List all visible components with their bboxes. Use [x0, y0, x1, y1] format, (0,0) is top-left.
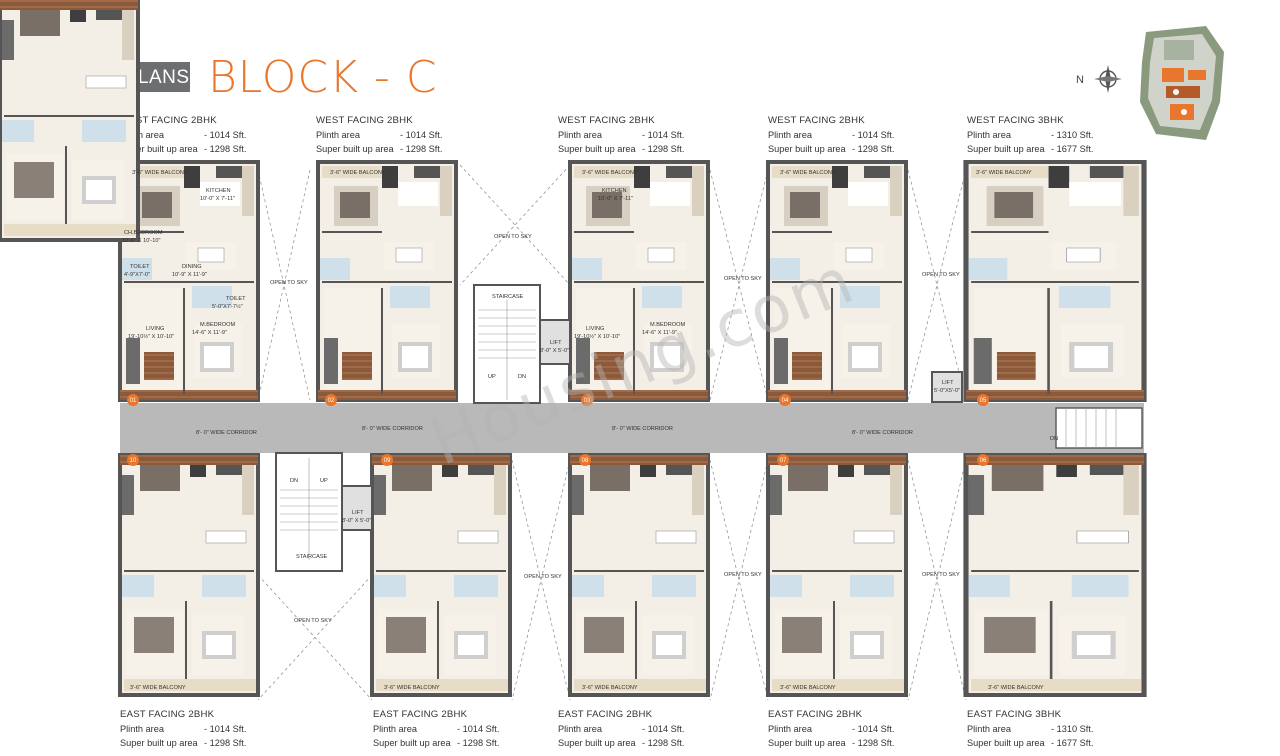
unit-info-top-1: WEST FACING 2BHK Plinth area- 1014 Sft. … [120, 115, 247, 154]
open-sky-4: OPEN TO SKY [922, 272, 960, 278]
stair-dn-top: DN [518, 374, 526, 380]
unit-plan-bottom [0, 0, 140, 242]
unit-num-06: 06 [980, 458, 987, 464]
balcony-top-1: 3'-6" WIDE BALCONY [132, 170, 188, 176]
stair-up-top: UP [488, 374, 496, 380]
balcony-bottom-2: 3'-6" WIDE BALCONY [384, 685, 440, 691]
toilet2-top-1: TOILET [226, 296, 246, 302]
open-sky-8: OPEN TO SKY [922, 572, 960, 578]
ch-bedroom-dim-top-1: 12'-6" X 10'-10" [122, 238, 160, 244]
living-dim-top-3: 19'-10½" X 10'-10" [574, 333, 620, 340]
unit-info-top-4: WEST FACING 2BHK Plinth area- 1014 Sft. … [768, 115, 895, 154]
unit-info-bottom-3: EAST FACING 2BHK Plinth area- 1014 Sft. … [558, 709, 685, 748]
unit-num-02: 02 [328, 398, 335, 404]
open-sky-6: OPEN TO SKY [524, 574, 562, 580]
open-to-sky-lines [257, 164, 967, 701]
lift-dim-small: 5'-0"X5'-0" [934, 388, 960, 394]
open-sky-3: OPEN TO SKY [724, 276, 762, 282]
balcony-bottom-5: 3'-6" WIDE BALCONY [988, 685, 1044, 691]
unit-num-03: 03 [584, 398, 591, 404]
m-bedroom-top-1: M.BEDROOM [200, 322, 235, 328]
balcony-top-5: 3'-6" WIDE BALCONY [976, 170, 1032, 176]
open-sky-5: OPEN TO SKY [294, 618, 332, 624]
toilet-top-1: TOILET [130, 264, 150, 270]
east-stair [1055, 407, 1143, 449]
open-sky-2: OPEN TO SKY [494, 234, 532, 240]
open-sky-1: OPEN TO SKY [270, 280, 308, 286]
unit-info-top-5: WEST FACING 3BHK Plinth area- 1310 Sft. … [967, 115, 1094, 154]
staircase-label-top: STAIRCASE [492, 294, 524, 300]
stair-dn-east: DN [1050, 436, 1058, 442]
unit-info-top-3: WEST FACING 2BHK Plinth area- 1014 Sft. … [558, 115, 685, 154]
corridor-label-1: 8'- 0" WIDE CORRIDOR [196, 430, 257, 436]
unit-num-09: 09 [384, 458, 391, 464]
stair-up-bottom: UP [320, 478, 328, 484]
corridor-label-4: 8'- 0" WIDE CORRIDOR [852, 430, 913, 436]
unit-num-10: 10 [130, 458, 137, 464]
balcony-bottom-1: 3'-6" WIDE BALCONY [130, 685, 186, 691]
balcony-bottom-4: 3'-6" WIDE BALCONY [780, 685, 836, 691]
unit-info-bottom-4: EAST FACING 2BHK Plinth area- 1014 Sft. … [768, 709, 895, 748]
corridor-label-2: 8'- 0" WIDE CORRIDOR [362, 426, 423, 432]
north-compass-icon: N [1076, 65, 1122, 93]
unit-info-bottom-5: EAST FACING 3BHK Plinth area- 1310 Sft. … [967, 709, 1094, 748]
lift-label-small: LIFT [942, 380, 954, 386]
balcony-top-4: 3'-6" WIDE BALCONY [780, 170, 836, 176]
corridor-label-3: 8'- 0" WIDE CORRIDOR [612, 426, 673, 432]
kitchen-dim-top-3: 10'-0" X 7'-11" [598, 196, 633, 202]
staircase-top [473, 284, 571, 404]
lift-label-bottom: LIFT [352, 510, 364, 516]
dining-top-1: DINING [182, 264, 202, 270]
small-lift [931, 371, 963, 403]
site-key-map [1140, 26, 1224, 140]
toilet2-dim-top-1: 5'-0"X7'-7½" [212, 303, 243, 310]
kitchen-top-3: KITCHEN [602, 188, 627, 194]
unit-info-bottom-2: EAST FACING 2BHK Plinth area- 1014 Sft. … [373, 709, 500, 748]
unit-num-01: 01 [130, 398, 137, 404]
m-bedroom-dim-top-1: 14'-6" X 11'-9" [192, 330, 227, 336]
unit-num-07: 07 [780, 458, 787, 464]
dining-dim-top-1: 10'-9" X 11'-9" [172, 272, 207, 278]
balcony-top-2: 3'-6" WIDE BALCONY [330, 170, 386, 176]
living-top-1: LIVING [146, 326, 164, 332]
open-sky-7: OPEN TO SKY [724, 572, 762, 578]
ch-bedroom-top-1: CH.BEDROOM [124, 230, 163, 236]
kitchen-dim-top-1: 10'-0" X 7'-11" [200, 196, 235, 202]
kitchen-top-1: KITCHEN [206, 188, 231, 194]
lift-dim-bottom: 8'-0" X 5'-0" [342, 518, 371, 524]
block-title: BLOCK - C [208, 52, 438, 103]
stair-dn-bottom: DN [290, 478, 298, 484]
unit-info-top-2: WEST FACING 2BHK Plinth area- 1014 Sft. … [316, 115, 443, 154]
m-bedroom-dim-top-3: 14'-6" X 11'-9" [642, 330, 677, 336]
unit-num-05: 05 [980, 398, 987, 404]
unit-num-04: 04 [782, 398, 789, 404]
lift-label-top: LIFT [550, 340, 562, 346]
compass-letter: N [1076, 74, 1084, 86]
corridor [120, 403, 1144, 453]
living-top-3: LIVING [586, 326, 604, 332]
staircase-label-bottom: STAIRCASE [296, 554, 328, 560]
toilet-dim-top-1: 4'-9"X7'-0" [124, 272, 150, 278]
balcony-bottom-3: 3'-6" WIDE BALCONY [582, 685, 638, 691]
unit-num-08: 08 [582, 458, 589, 464]
lift-dim-top: 8'-0" X 5'-0" [540, 348, 569, 354]
staircase-bottom [275, 452, 373, 572]
balcony-top-3: 3'-6" WIDE BALCONY [582, 170, 638, 176]
living-dim-top-1: 19'-10½" X 10'-10" [128, 333, 174, 340]
m-bedroom-top-3: M.BEDROOM [650, 322, 685, 328]
unit-info-bottom-1: EAST FACING 2BHK Plinth area- 1014 Sft. … [120, 709, 247, 748]
